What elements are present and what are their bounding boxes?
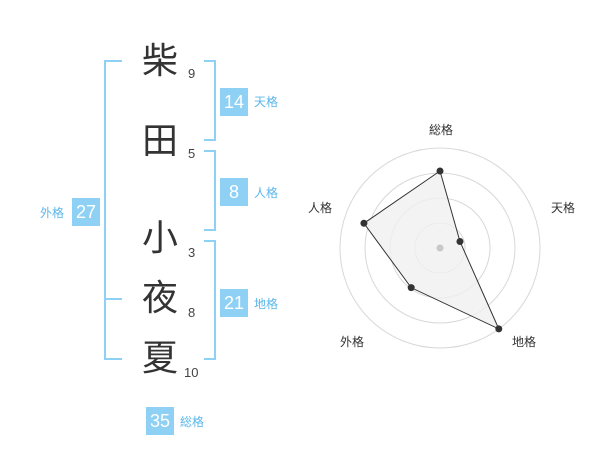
name-char-2: 田 [141,121,178,162]
name-char-3: 小 [141,218,178,259]
axis-label-jinkaku: 人格 [308,200,332,215]
name-char-4: 夜 [141,278,178,319]
gaikaku-bracket-tick [104,298,122,300]
gaikaku-label: 外格 [40,206,65,220]
radar-point [360,219,368,227]
radar-ring [339,147,541,349]
chikaku-bracket [204,240,216,360]
radar-point [407,284,415,292]
chikaku-label: 地格 [254,297,279,311]
jinkaku-bracket [204,150,216,231]
stroke-count-5: 10 [184,365,199,380]
jinkaku-badge: 8 [220,178,248,206]
gaikaku-badge: 27 [72,198,100,226]
stroke-count-3: 3 [188,245,196,260]
axis-label-tenkaku: 天格 [551,200,575,215]
axis-label-chikaku: 地格 [512,334,536,349]
radar-point [456,238,464,246]
radar-center-dot [436,244,444,252]
name-char-5: 夏 [141,338,178,379]
axis-label-gaikaku: 外格 [340,334,364,349]
radar-points [360,167,503,333]
tenkaku-badge: 14 [220,88,248,116]
soukaku-badge: 35 [146,407,174,435]
radar-point [495,325,503,333]
soukaku-label: 総格 [180,415,205,429]
jinkaku-label: 人格 [254,186,279,200]
name-char-1: 柴 [141,41,178,82]
radar-data-polygon [363,170,500,330]
radar-point [436,167,444,175]
stroke-count-2: 5 [188,146,196,161]
stroke-count-1: 9 [188,66,196,81]
axis-label-soukaku: 総格 [429,122,453,137]
radar-chart: 総格 天格 地格 外格 人格 [308,122,575,349]
tenkaku-bracket [204,60,216,141]
chikaku-badge: 21 [220,289,248,317]
tenkaku-label: 天格 [254,95,279,109]
gaikaku-bracket [104,60,122,360]
stroke-count-4: 8 [188,305,196,320]
